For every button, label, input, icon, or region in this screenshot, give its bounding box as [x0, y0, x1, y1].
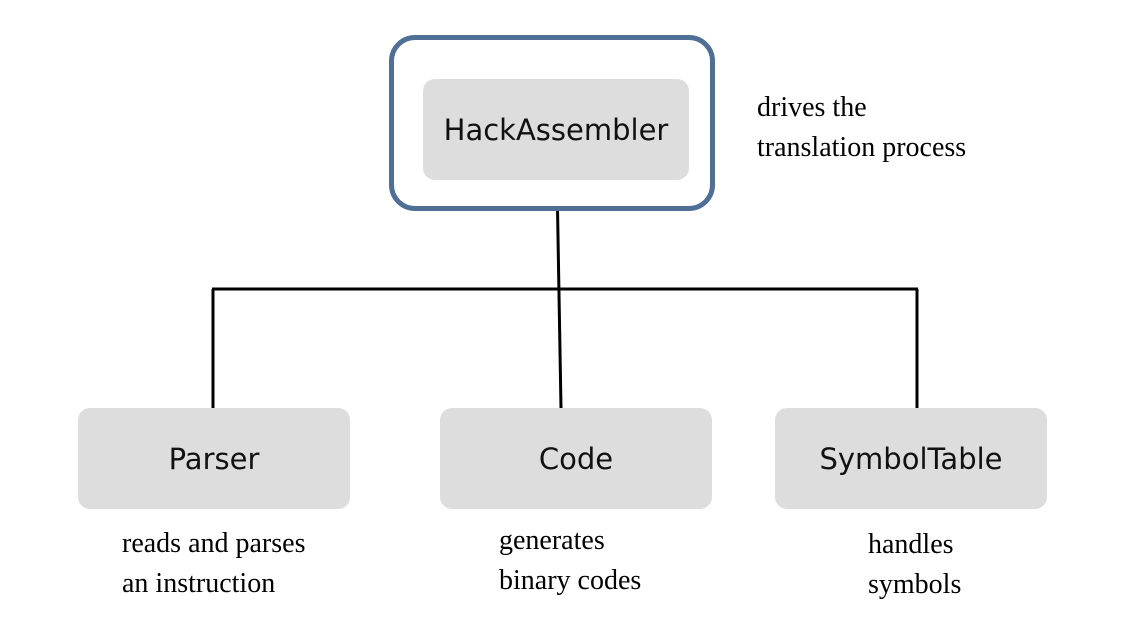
module-parser: Parser — [78, 408, 350, 509]
module-parser-label: Parser — [168, 441, 260, 476]
module-symboltable: SymbolTable — [775, 408, 1047, 509]
note-code-line-1: generates — [499, 525, 605, 556]
module-code-label: Code — [538, 441, 614, 476]
module-code: Code — [440, 408, 712, 509]
note-code-line-2: binary codes — [499, 565, 642, 596]
module-hackassembler-label: HackAssembler — [443, 112, 669, 147]
connector-root-trunk — [555, 179, 563, 409]
note-parser: reads and parses an instruction — [122, 524, 305, 604]
note-hackassembler-line-1: drives the — [757, 92, 867, 123]
note-symboltable-line-2: symbols — [868, 569, 962, 600]
note-code: generates binary codes — [499, 521, 641, 601]
note-parser-line-2: an instruction — [122, 568, 276, 599]
note-hackassembler-line-2: translation process — [757, 132, 967, 163]
note-symboltable-line-1: handles — [868, 529, 954, 560]
note-hackassembler: drives the translation process — [757, 88, 966, 168]
module-symboltable-label: SymbolTable — [819, 441, 1003, 476]
module-hackassembler: HackAssembler — [423, 79, 689, 180]
note-parser-line-1: reads and parses — [122, 528, 306, 559]
note-symboltable: handles symbols — [868, 525, 961, 605]
